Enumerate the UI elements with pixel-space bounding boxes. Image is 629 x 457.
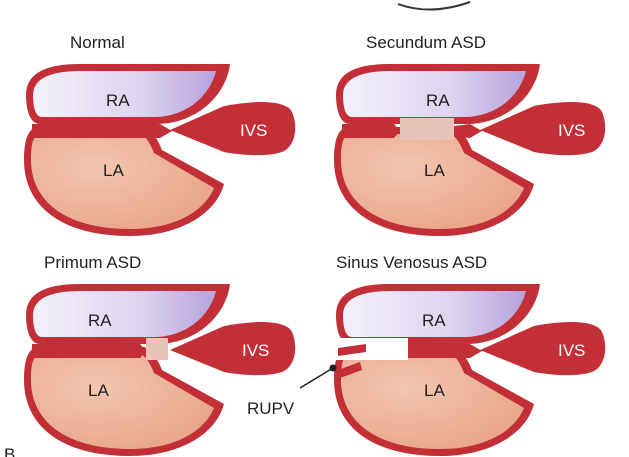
ivs-label: IVS xyxy=(240,121,267,140)
rupv-pointer-dot xyxy=(330,365,337,372)
panel-sinus-venosus-asd: Sinus Venosus ASD RA LA IVS xyxy=(332,253,605,456)
atrial-septum xyxy=(408,344,482,358)
figure-letter: B xyxy=(4,445,15,457)
ra-label: RA xyxy=(88,311,112,330)
atrial-septum-left-part xyxy=(342,124,400,138)
panel-title: Normal xyxy=(70,33,125,52)
panel-secundum-asd: Secundum ASD RA LA IVS xyxy=(334,33,605,236)
ra-label: RA xyxy=(106,91,130,110)
la-label: LA xyxy=(424,161,445,180)
rupv-label: RUPV xyxy=(247,399,295,418)
atrial-septum xyxy=(32,124,172,138)
rupv-pointer-line xyxy=(300,368,333,388)
la-label: LA xyxy=(424,381,445,400)
panel-normal: Normal RA LA IVS xyxy=(24,33,295,236)
panel-title: Secundum ASD xyxy=(366,33,486,52)
septal-defect-opening xyxy=(146,338,168,360)
la-label: LA xyxy=(88,381,109,400)
panel-primum-asd: Primum ASD RA LA IVS xyxy=(24,253,295,456)
ra-label: RA xyxy=(422,311,446,330)
ra-label: RA xyxy=(426,91,450,110)
panel-title: Sinus Venosus ASD xyxy=(336,253,487,272)
atrial-septum xyxy=(32,344,146,358)
ivs-label: IVS xyxy=(242,341,269,360)
la-label: LA xyxy=(103,161,124,180)
cropped-arc xyxy=(398,2,470,10)
ivs-label: IVS xyxy=(558,341,585,360)
septal-defect-opening xyxy=(400,118,454,140)
atrial-septum-right-part xyxy=(454,124,482,138)
panel-title: Primum ASD xyxy=(44,253,141,272)
ivs-label: IVS xyxy=(558,121,585,140)
